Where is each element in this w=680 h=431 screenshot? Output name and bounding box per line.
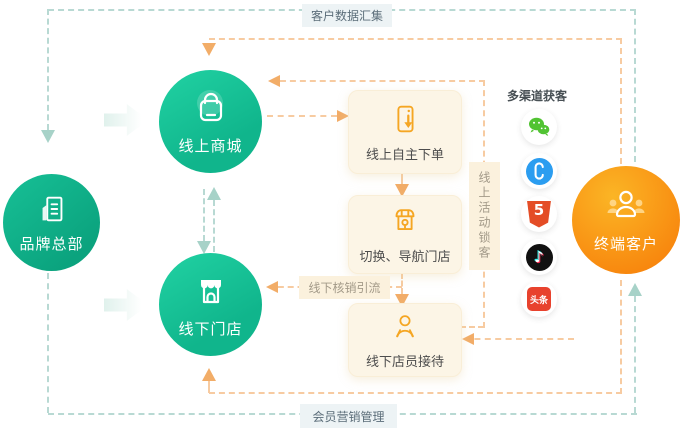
node-brand-hq-label: 品牌总部 [19, 234, 84, 253]
html5-glyph: 5 [533, 200, 545, 219]
arrowhead-into-switch-store [395, 184, 409, 197]
phone-order-icon [397, 105, 414, 132]
box-switch-navigate-store-label: 切换、导航门店 [359, 250, 451, 265]
dashed-line-store-stub [208, 381, 210, 393]
label-online-activity-text: 线上活动锁客 [477, 171, 491, 261]
dashed-line-bottom-right [634, 296, 636, 413]
end-customer-group-icon [607, 190, 645, 218]
dashed-line-activity-bottom [460, 326, 484, 328]
arrowhead-to-online-mall-bottom [207, 187, 221, 200]
douyin-glyph: ♪ [534, 248, 544, 266]
label-customer-data: 客户数据汇集 [302, 4, 392, 27]
arrowhead-into-online-mall [202, 43, 216, 56]
dashed-line-order-to-switch [401, 172, 403, 184]
douyin-icon: ♪ [521, 239, 557, 275]
arrowhead-to-offline-store-top [197, 241, 211, 254]
dashed-line-mall-to-order [267, 115, 337, 117]
node-offline-store-label: 线下门店 [178, 319, 243, 338]
online-mall-bag-icon [199, 92, 222, 121]
toutiao-icon: 头条 [521, 281, 557, 317]
box-offline-clerk-reception: 线下店员接待 [348, 303, 462, 377]
hq-to-mall-arrow [104, 104, 148, 136]
box-online-self-order-label: 线上自主下单 [365, 147, 444, 163]
dashed-line-customer-to-mall-top [209, 38, 622, 40]
label-member-marketing: 会员营销管理 [300, 404, 397, 428]
dashed-line-top-right [634, 9, 636, 162]
offline-store-shop-icon [200, 279, 221, 303]
arrowhead-into-clerk-box [462, 333, 474, 345]
html5-icon: 5 [521, 196, 557, 232]
hq-to-store-arrow [104, 289, 148, 321]
label-multi-channel-text: 多渠道获客 [507, 89, 568, 103]
label-online-activity: 线上活动锁客 [469, 162, 500, 270]
node-offline-store: 线下门店 [159, 253, 262, 356]
wechat-bubbles [529, 117, 550, 136]
node-online-mall: 线上商城 [159, 70, 262, 173]
node-end-customer-label: 终端客户 [593, 235, 658, 253]
store-navigation-icon [395, 209, 415, 230]
toutiao-badge: 头条 [527, 287, 551, 311]
dashed-line-activity-top [270, 80, 485, 82]
mini-program-icon [521, 153, 557, 189]
dashed-line-customer-to-store-bottom [209, 392, 622, 394]
label-offline-redeem: 线下核销引流 [299, 276, 390, 299]
node-end-customer: 终端客户 [572, 166, 680, 274]
clerk-person-icon [396, 314, 414, 337]
label-customer-data-text: 客户数据汇集 [310, 9, 383, 23]
douyin-note: ♪ [525, 243, 553, 271]
node-brand-hq: 品牌总部 [3, 174, 100, 271]
dashed-line-customer-to-clerk [464, 338, 574, 340]
box-offline-clerk-reception-label: 线下店员接待 [365, 354, 444, 370]
label-offline-redeem-text: 线下核销引流 [308, 281, 381, 295]
dashed-line-mall-store-down [203, 189, 205, 241]
arrowhead-into-offline-store [266, 281, 278, 293]
label-multi-channel: 多渠道获客 [507, 87, 567, 104]
arrowhead-to-end-customer [628, 283, 642, 296]
brand-hq-document-icon [42, 196, 62, 221]
arrowhead-activity-into-mall [268, 75, 280, 87]
html5-shield: 5 [527, 200, 551, 228]
dashed-line-customer-down [620, 280, 622, 394]
box-online-self-order: 线上自主下单 [348, 90, 462, 174]
box-switch-navigate-store: 切换、导航门店 [348, 195, 462, 274]
dashed-line-switch-to-clerk [401, 273, 403, 294]
wechat-icon [521, 109, 557, 145]
dashed-line-customer-up [620, 38, 622, 164]
node-online-mall-label: 线上商城 [178, 136, 243, 155]
mini-program-s-curve [534, 162, 544, 180]
mini-program-badge [525, 157, 553, 185]
label-member-marketing-text: 会员营销管理 [312, 409, 385, 424]
arrowhead-into-self-order [337, 110, 349, 122]
dashed-line-store-mall-up [213, 200, 215, 252]
dashed-line-bottom-left [47, 273, 49, 413]
arrowhead-to-brand-hq [41, 130, 55, 143]
arrowhead-into-offline-store-bottom [202, 368, 216, 381]
dashed-line-top-left [47, 9, 49, 130]
toutiao-glyph: 头条 [529, 295, 548, 306]
